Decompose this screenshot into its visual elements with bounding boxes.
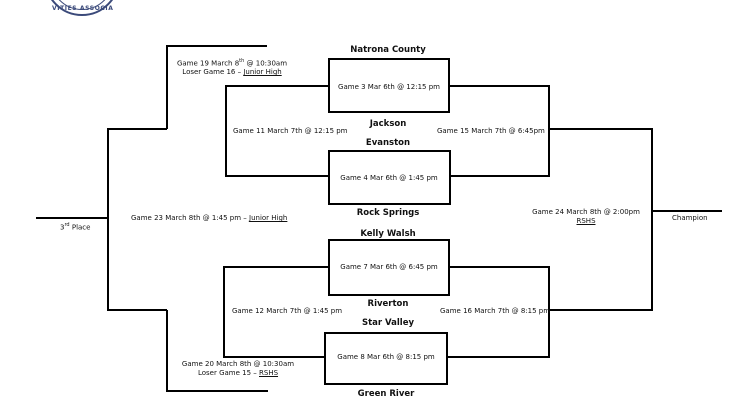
game-16-bracket — [447, 266, 550, 358]
game-16-label: Game 16 March 7th @ 8:15 pm — [440, 307, 551, 315]
game-8-box — [324, 332, 448, 385]
game-3-label: Game 3 Mar 6th @ 12:15 pm — [338, 83, 440, 91]
game-24-label: Game 24 March 8th @ 2:00pm RSHS — [532, 208, 640, 225]
game-23-bracket — [107, 128, 167, 311]
team-evanston: Evanston — [365, 138, 411, 148]
game-15-bracket — [449, 85, 550, 177]
game-20-label: Game 20 March 8th @ 10:30am Loser Game 1… — [181, 360, 295, 377]
team-green-river: Green River — [357, 389, 415, 399]
game-4-label: Game 4 Mar 6th @ 1:45 pm — [340, 174, 438, 182]
game-19-site: Junior High — [243, 68, 282, 77]
game-19-bracket — [166, 45, 267, 129]
game-7-label: Game 7 Mar 6th @ 6:45 pm — [340, 263, 438, 271]
game-4-box — [328, 150, 451, 205]
team-star-valley: Star Valley — [361, 318, 415, 328]
team-jackson: Jackson — [369, 119, 407, 129]
game-20-bracket — [166, 310, 268, 392]
game-24-site: RSHS — [576, 217, 596, 225]
game-15-label: Game 15 March 7th @ 6:45pm — [437, 127, 545, 135]
team-rock-springs: Rock Springs — [356, 208, 420, 218]
team-riverton: Riverton — [367, 299, 409, 309]
game-12-bracket — [223, 266, 329, 358]
game-19-label: Game 19 March 8th @ 10:30am Loser Game 1… — [176, 58, 288, 77]
game-12-label: Game 12 March 7th @ 1:45 pm — [232, 307, 343, 315]
game-23-site: Junior High — [249, 214, 288, 222]
logo-text: VITIES ASSOCIA — [52, 5, 114, 12]
game-24-bracket — [549, 128, 653, 311]
team-kelly-walsh: Kelly Walsh — [360, 229, 416, 239]
game-11-bracket — [225, 85, 329, 177]
third-place-label: 3rd Place — [60, 222, 91, 232]
game-20-site: RSHS — [259, 369, 279, 377]
champion-label: Champion — [672, 214, 708, 222]
team-natrona-county: Natrona County — [350, 45, 426, 55]
game-8-label: Game 8 Mar 6th @ 8:15 pm — [337, 353, 435, 361]
game-11-label: Game 11 March 7th @ 12:15 pm — [233, 127, 348, 135]
game-23-label: Game 23 March 8th @ 1:45 pm – Junior Hig… — [131, 214, 288, 222]
